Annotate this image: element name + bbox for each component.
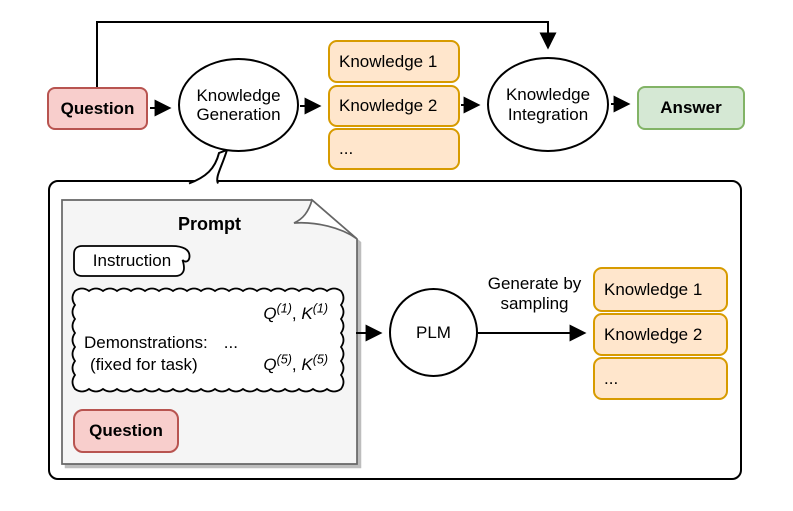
demo-comma-5: , — [291, 355, 297, 374]
question-label: Question — [60, 98, 135, 118]
demo-k1: K — [301, 304, 313, 323]
knowledge-1-node-bottom: Knowledge 1 — [593, 267, 728, 312]
demo-k1-sup: (1) — [312, 301, 328, 316]
callout-tail-outline — [188, 148, 229, 185]
sampling-line: sampling — [500, 293, 569, 313]
demo-comma-1: , — [291, 304, 297, 323]
demonstrations-wavy-box — [71, 287, 345, 393]
question-prompt-label: Question — [89, 421, 163, 440]
knowledge-more-node-top: ... — [328, 128, 460, 170]
knowledge-1-node-top: Knowledge 1 — [328, 40, 460, 83]
knowledge-1-label: Knowledge 1 — [339, 51, 438, 71]
knowledge-2-node-top: Knowledge 2 — [328, 85, 460, 127]
knowledge-2-bottom-label: Knowledge 2 — [604, 324, 703, 344]
instruction-shape — [73, 245, 191, 277]
instruction-label: Instruction — [92, 251, 172, 270]
knowledge-integration-line1: Knowledge — [505, 85, 591, 105]
demo-k5: K — [301, 355, 313, 374]
knowledge-integration-line2: Integration — [507, 104, 589, 124]
demo-q5: Q — [263, 355, 277, 374]
demo-pair-5-row: (fixed for task) Q(5), K(5) — [78, 352, 334, 375]
generate-by-sampling-label: Generate by sampling — [462, 274, 607, 313]
arrow-question-to-integration — [96, 21, 557, 87]
knowledge-generation-line1: Knowledge — [196, 85, 281, 105]
demo-pair-1: Q(1), K(1) — [78, 301, 334, 324]
fixed-for-task-note: (fixed for task) — [90, 355, 198, 374]
demonstrations-label: Demonstrations: — [84, 333, 208, 352]
knowledge-1-bottom-label: Knowledge 1 — [604, 279, 703, 299]
generate-by-line: Generate by — [487, 274, 582, 293]
knowledge-2-label: Knowledge 2 — [339, 96, 438, 115]
question-node-top: Question — [47, 87, 148, 130]
knowledge-generation-ellipse: Knowledge Generation — [178, 58, 299, 152]
knowledge-generation-line2: Generation — [196, 105, 281, 124]
knowledge-integration-ellipse: Knowledge Integration — [487, 57, 609, 152]
demonstrations-ellipsis: ... — [223, 333, 238, 352]
demo-k5-sup: (5) — [312, 352, 328, 367]
answer-node: Answer — [637, 86, 745, 130]
knowledge-2-node-bottom: Knowledge 2 — [593, 313, 728, 356]
knowledge-more-label: ... — [339, 139, 354, 158]
demo-q1: Q — [263, 304, 277, 323]
demonstrations-row: Demonstrations:... — [84, 333, 238, 353]
demo-q1-sup: (1) — [276, 301, 292, 316]
plm-circle: PLM — [389, 288, 478, 377]
prompt-panel-fold-icon — [293, 198, 358, 240]
plm-label: PLM — [416, 322, 451, 342]
demo-pair-5: Q(5), K(5) — [263, 352, 328, 375]
question-node-prompt: Question — [73, 409, 179, 453]
knowledge-more-bottom-label: ... — [604, 368, 619, 388]
knowledge-more-node-bottom: ... — [593, 357, 728, 400]
answer-label: Answer — [660, 98, 722, 117]
demo-q5-sup: (5) — [276, 352, 292, 367]
prompt-title: Prompt — [178, 214, 241, 234]
